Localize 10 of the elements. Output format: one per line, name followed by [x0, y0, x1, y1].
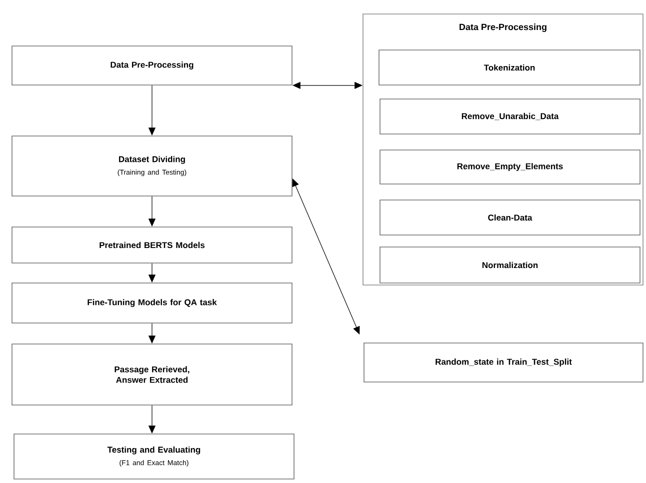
process-box: Remove_Empty_Elements: [380, 150, 640, 184]
process-box: Normalization: [380, 246, 640, 284]
process-box: Fine-Tuning Models for QA task: [12, 282, 292, 324]
process-box: Remove_Unarabic_Data: [380, 98, 640, 134]
process-box: Pretrained BERTS Models: [12, 226, 292, 264]
process-box: Random_state in Train_Test_Split: [364, 342, 644, 382]
process-box: Tokenization: [378, 50, 640, 86]
process-box: Clean-Data: [380, 200, 640, 236]
process-box: Data Pre-Processing: [12, 46, 292, 86]
process-box: Passage Rerieved, Answer Extracted: [12, 344, 292, 406]
